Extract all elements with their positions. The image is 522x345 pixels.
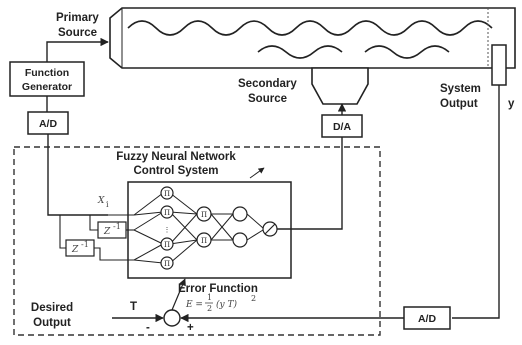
error-eq-num: 1 [207, 293, 212, 302]
delay-box-1 [97, 221, 127, 239]
xi-input-line [47, 134, 108, 216]
function-generator-box [9, 61, 85, 97]
network-connections [133, 192, 264, 264]
desired-output-label-1: Desired [31, 302, 73, 314]
layer1-node [160, 256, 174, 270]
layer1-node [160, 237, 174, 251]
error-eq-den: 2 [207, 304, 212, 313]
error-function-label: Error Function [178, 283, 258, 295]
output-feedback-line [452, 85, 500, 319]
layer3-nodes [232, 206, 248, 248]
error-eq-lhs: E = [185, 300, 203, 310]
layer3-node [232, 232, 248, 248]
t-label: T [130, 301, 137, 313]
output-node [262, 221, 278, 237]
y-label: y [508, 98, 515, 110]
secondary-source-label-1: Secondary [238, 78, 297, 90]
delay-box-2 [65, 239, 95, 257]
layer1-node [160, 205, 174, 219]
delay-2-exp: -1 [81, 240, 89, 249]
delay-1-label: Z [103, 227, 111, 237]
error-eq-exp: 2 [251, 294, 256, 303]
delay-1-exp: -1 [113, 222, 121, 231]
fnn-title-pointer [249, 167, 265, 179]
xi-label: X [97, 196, 105, 206]
layer1-node-label: Π [164, 190, 170, 198]
fg-to-source-line [46, 37, 109, 62]
layer2-node-label: Π [201, 237, 207, 245]
error-to-fnn-line [171, 278, 186, 311]
layer2-node-label: Π [201, 211, 207, 219]
layer2-node [196, 232, 212, 248]
primary-wave [127, 20, 493, 36]
layer3-node [232, 206, 248, 222]
summing-junction [163, 309, 181, 327]
duct [109, 7, 516, 69]
controller-boundary [13, 146, 381, 336]
system-output-label-1: System [440, 83, 481, 95]
fnn-title-1: Fuzzy Neural Network [116, 151, 236, 163]
primary-source-label-2: Source [58, 27, 97, 39]
xi-sub-label: i [106, 200, 109, 209]
function-generator-label-2: Generator [22, 81, 72, 93]
plus-sign: + [187, 322, 194, 334]
layer2-node [196, 206, 212, 222]
layer1-node-label: Π [164, 241, 170, 249]
ad-bottom-label: A/D [418, 313, 437, 325]
secondary-source-speaker [311, 67, 369, 105]
layer1-node-label: Π [164, 209, 170, 217]
secondary-source-label-2: Source [248, 93, 287, 105]
minus-sign: - [146, 322, 150, 334]
layer1-node-label: Π [164, 260, 170, 268]
layer2-nodes: Π Π [196, 206, 212, 248]
desired-output-label-2: Output [33, 317, 71, 329]
layer1-node [160, 186, 174, 200]
system-output-label-2: Output [440, 98, 478, 110]
ad-top-label: A/D [39, 118, 58, 130]
da-label: D/A [333, 121, 352, 133]
delay-wire-2 [89, 215, 98, 231]
fnn-title-2: Control System [134, 165, 219, 177]
delay-wire-1 [59, 215, 66, 249]
layer1-dots: ⋮ [164, 226, 171, 234]
fnn-to-da-line [277, 137, 343, 230]
primary-source-label-1: Primary [56, 12, 99, 24]
delay-2-label: Z [71, 245, 79, 255]
output-sensor [491, 44, 507, 86]
error-eq-rhs: (y T) [216, 299, 237, 310]
layer1-nodes: Π Π ⋮ Π Π [160, 186, 174, 270]
secondary-wave [257, 45, 450, 59]
function-generator-label-1: Function [25, 67, 69, 79]
delay-out-2 [94, 247, 134, 261]
